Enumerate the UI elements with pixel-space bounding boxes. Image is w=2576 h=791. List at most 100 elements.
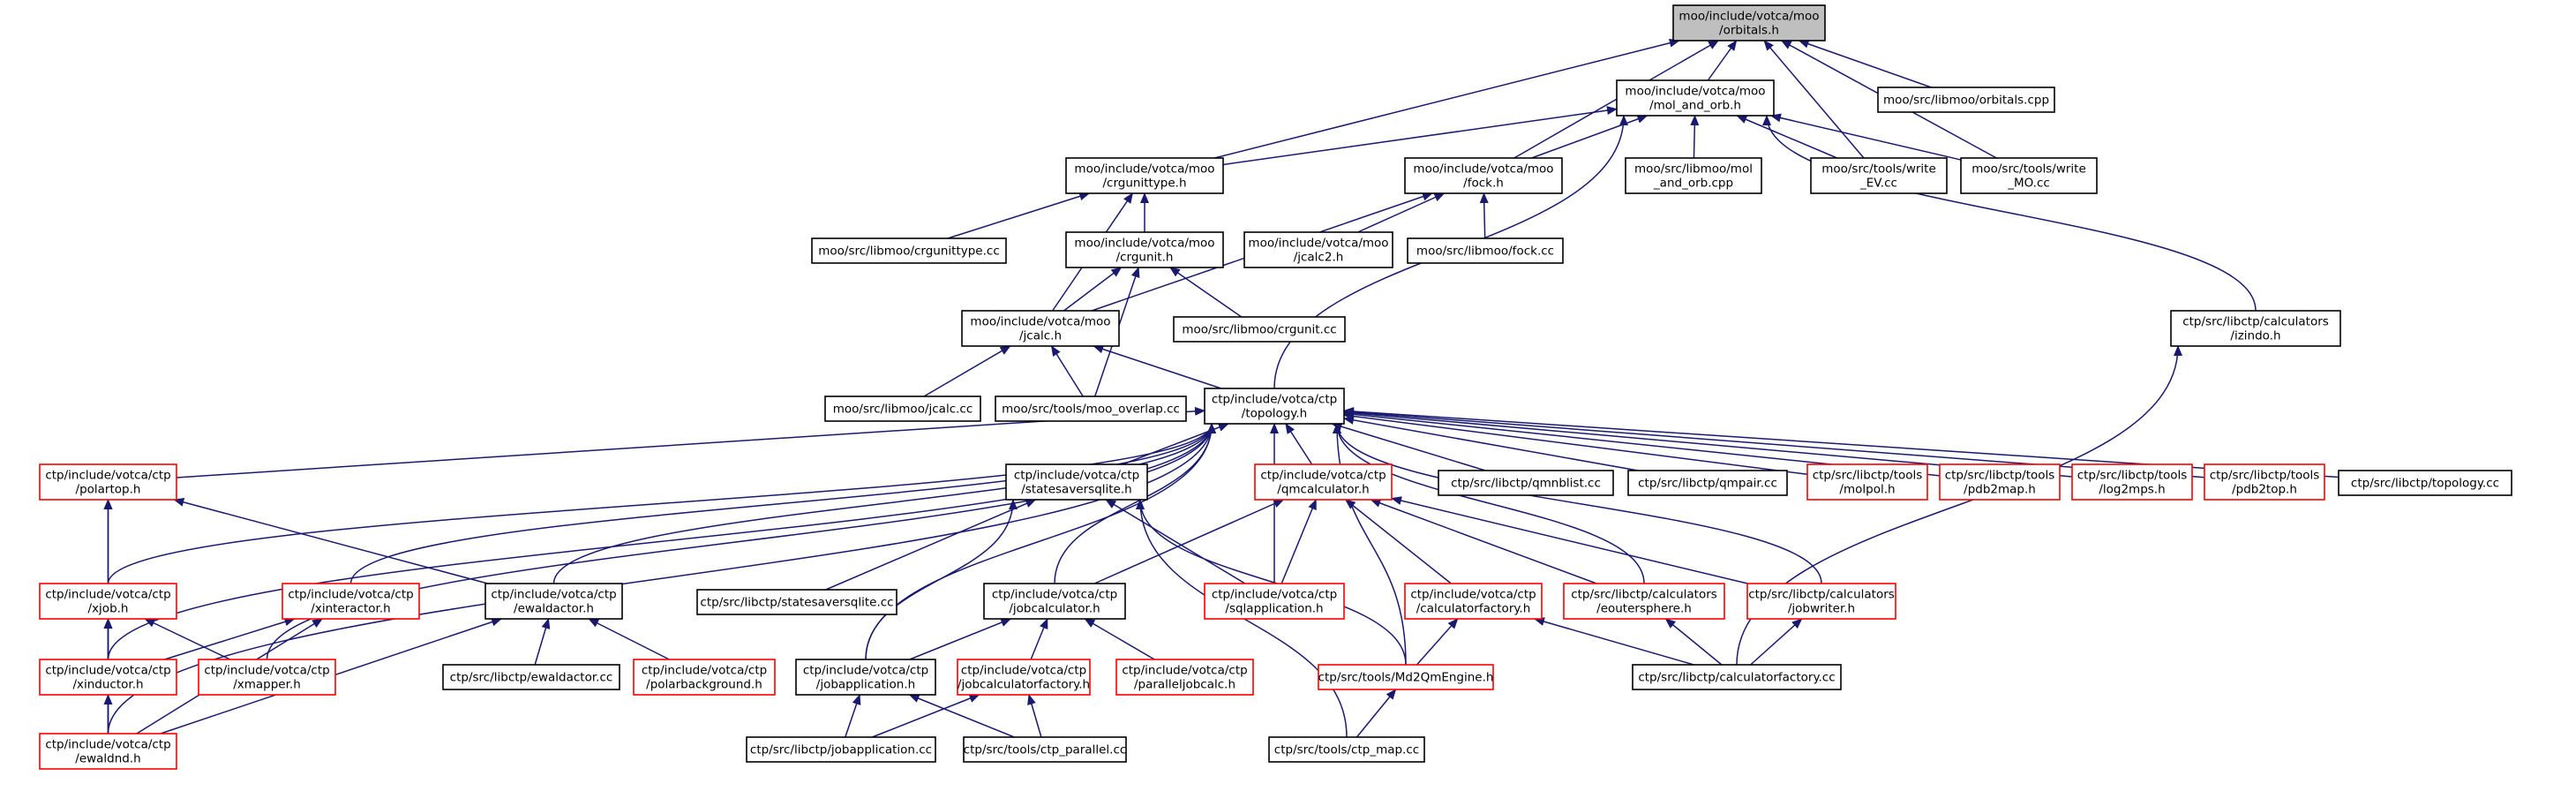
node-label: moo/src/libmoo/jcalc.cc <box>833 403 973 417</box>
node-ewaldnd-h[interactable]: ctp/include/votca/ctp/ewaldnd.h <box>39 733 177 770</box>
node-eoutersphere-h[interactable]: ctp/src/libctp/calculators/eoutersphere.… <box>1563 583 1725 620</box>
node-log2mps[interactable]: ctp/src/libctp/tools/log2mps.h <box>2071 463 2193 501</box>
node-label: /jcalc.h <box>1019 329 1062 343</box>
edge-eoutersphere-h-to-qmcalculator-h <box>1370 499 1597 584</box>
node-fock-cc[interactable]: moo/src/libmoo/fock.cc <box>1407 237 1564 264</box>
node-jobwriter-h[interactable]: ctp/src/libctp/calculators/jobwriter.h <box>1746 583 1896 620</box>
node-md2qmengine-h[interactable]: ctp/src/tools/Md2QmEngine.h <box>1318 664 1494 690</box>
edge-mol-and-orb-h-to-orbitals-h <box>1707 40 1738 81</box>
node-label: ctp/src/tools/ctp_parallel.cc <box>964 743 1127 757</box>
node-crgunittype-h[interactable]: moo/include/votca/moo/crgunittype.h <box>1065 157 1224 194</box>
edge <box>1769 113 1962 161</box>
edge <box>107 423 1216 660</box>
edge <box>1344 499 1452 584</box>
node-xinductor-h[interactable]: ctp/include/votca/ctp/xinductor.h <box>39 659 177 696</box>
node-izindo-h[interactable]: ctp/src/libctp/calculators/izindo.h <box>2170 310 2341 347</box>
node-label: ctp/include/votca/ctp <box>1260 469 1386 483</box>
edge <box>947 192 1091 239</box>
node-label: ctp/src/libctp/tools <box>1813 469 1923 483</box>
node-mol-and-orb-cpp[interactable]: moo/src/libmoo/mol_and_orb.cpp <box>1625 157 1762 194</box>
node-box <box>633 659 776 696</box>
node-crgunit-h[interactable]: moo/include/votca/moo/crgunit.h <box>1065 231 1224 268</box>
node-box <box>442 664 620 690</box>
node-jcalc-h[interactable]: moo/include/votca/moo/jcalc.h <box>961 310 1120 347</box>
node-orbitals-cpp[interactable]: moo/src/libmoo/orbitals.cpp <box>1877 87 2055 113</box>
edge-crgunit-cc-to-crgunit-h <box>1169 267 1243 318</box>
node-ctp-parallel[interactable]: ctp/src/tools/ctp_parallel.cc <box>963 736 1127 763</box>
node-label: /xinductor.h <box>72 678 143 692</box>
edge-md2qmengine-h-to-topology-h <box>1333 423 1407 666</box>
node-qmcalculator-h[interactable]: ctp/include/votca/ctp/qmcalculator.h <box>1254 463 1393 501</box>
node-jcalc-cc[interactable]: moo/src/libmoo/jcalc.cc <box>824 396 981 422</box>
node-pdb2map[interactable]: ctp/src/libctp/tools/pdb2map.h <box>1939 463 2061 501</box>
node-qmpair-cc[interactable]: ctp/src/libctp/qmpair.cc <box>1627 470 1788 496</box>
node-ewaldactor-cc[interactable]: ctp/src/libctp/ewaldactor.cc <box>442 664 620 690</box>
edge <box>1798 39 1932 88</box>
edge-qmpair-cc-to-topology-h <box>1343 415 1639 471</box>
node-calculatorfactory-h[interactable]: ctp/include/votca/ctp/calculatorfactory.… <box>1404 583 1543 620</box>
node-box <box>1318 664 1494 690</box>
node-xmapper-h[interactable]: ctp/include/votca/ctp/xmapper.h <box>198 659 336 696</box>
node-ctp-map[interactable]: ctp/src/tools/ctp_map.cc <box>1268 736 1425 763</box>
node-calculatorfactory-cc[interactable]: ctp/src/libctp/calculatorfactory.cc <box>1632 664 1842 690</box>
node-box <box>1404 583 1543 620</box>
node-label: /qmcalculator.h <box>1277 483 1369 497</box>
node-statesaversqlite-h[interactable]: ctp/include/votca/ctp/statesaversqlite.h <box>1005 463 1148 501</box>
node-xjob-h[interactable]: ctp/include/votca/ctp/xjob.h <box>39 583 177 620</box>
node-jobapplication-h[interactable]: ctp/include/votca/ctp/jobapplication.h <box>795 659 936 696</box>
edge-pdb2top-to-topology-h <box>1343 407 2205 478</box>
node-label: _EV.cc <box>1859 177 1897 191</box>
node-box <box>1939 463 2061 501</box>
edge-jobapplication-cc-to-jobcalculatorfactory-h <box>872 694 980 738</box>
node-xinteractor-h[interactable]: ctp/include/votca/ctp/xinteractor.h <box>282 583 420 620</box>
node-label: /xjob.h <box>88 602 129 616</box>
node-topology-h[interactable]: ctp/include/votca/ctp/topology.h <box>1204 388 1345 425</box>
node-label: _MO.cc <box>2007 177 2050 191</box>
node-label: ctp/src/libctp/ewaldactor.cc <box>450 671 613 685</box>
node-fock-h[interactable]: moo/include/votca/moo/fock.h <box>1404 157 1563 194</box>
node-jobcalculatorfactory-h[interactable]: ctp/include/votca/ctp/jobcalculatorfacto… <box>957 659 1091 696</box>
edge <box>1533 617 1694 666</box>
node-topology-cc[interactable]: ctp/src/libctp/topology.cc <box>2338 470 2512 496</box>
node-qmnblist-cc[interactable]: ctp/src/libctp/qmnblist.cc <box>1438 470 1614 496</box>
node-crgunittype-cc[interactable]: moo/src/libmoo/crgunittype.cc <box>811 237 1007 264</box>
node-jobapplication-cc[interactable]: ctp/src/libctp/jobapplication.cc <box>746 736 936 763</box>
node-mol-and-orb-h[interactable]: moo/include/votca/moo/mol_and_orb.h <box>1616 79 1775 117</box>
node-sqlapplication-h[interactable]: ctp/include/votca/ctp/sqlapplication.h <box>1204 583 1345 620</box>
node-label: ctp/src/libctp/calculators <box>1571 588 1717 602</box>
edge-ewaldactor-h-to-topology-h <box>552 423 1216 584</box>
node-ewaldactor-h[interactable]: ctp/include/votca/ctp/ewaldactor.h <box>484 583 623 620</box>
edge-molpol-to-topology-h <box>1343 411 1808 476</box>
edge <box>1343 411 1808 476</box>
edge-calculatorfactory-h-to-qmcalculator-h <box>1344 499 1452 584</box>
node-moo-overlap[interactable]: moo/src/tools/moo_overlap.cc <box>995 396 1187 422</box>
node-box <box>1204 583 1345 620</box>
node-layer: moo/include/votca/moo/orbitals.hmoo/incl… <box>39 4 2512 770</box>
node-write-MO[interactable]: moo/src/tools/write_MO.cc <box>1960 157 2098 194</box>
node-statesaversqlite-cc[interactable]: ctp/src/libctp/statesaversqlite.cc <box>696 589 897 615</box>
edge <box>1331 422 1486 471</box>
edge <box>1093 499 1285 584</box>
edge <box>825 499 1037 591</box>
node-molpol[interactable]: ctp/src/libctp/tools/molpol.h <box>1806 463 1928 501</box>
edge-orbitals-cpp-to-orbitals-h <box>1798 39 1932 88</box>
node-jcalc2-h[interactable]: moo/include/votca/moo/jcalc2.h <box>1243 231 1393 268</box>
edge-md2qmengine-h-to-calculatorfactory-h <box>1416 618 1459 666</box>
node-label: ctp/include/votca/ctp <box>1014 469 1139 483</box>
node-write-EV[interactable]: moo/src/tools/write_EV.cc <box>1810 157 1948 194</box>
node-box <box>1625 157 1762 194</box>
node-label: ctp/src/libctp/calculatorfactory.cc <box>1638 671 1835 685</box>
node-label: /fock.h <box>1463 177 1504 191</box>
node-crgunit-cc[interactable]: moo/src/libmoo/crgunit.cc <box>1173 316 1346 343</box>
node-label: moo/include/votca/moo <box>1074 237 1214 251</box>
edge-xinductor-h-to-xinteractor-h <box>164 617 296 660</box>
node-label: ctp/include/votca/ctp <box>204 664 329 678</box>
node-paralleljobcalc-h[interactable]: ctp/include/votca/ctp/paralleljobcalc.h <box>1115 659 1254 696</box>
node-polartop-h[interactable]: ctp/include/votca/ctp/polartop.h <box>39 463 177 501</box>
edge-ewaldactor-h-to-polartop-h <box>173 498 488 584</box>
node-pdb2top[interactable]: ctp/src/libctp/tools/pdb2top.h <box>2204 463 2325 501</box>
node-polarbackground-h[interactable]: ctp/include/votca/ctp/polarbackground.h <box>633 659 776 696</box>
node-jobcalculator-h[interactable]: ctp/include/votca/ctp/jobcalculator.h <box>983 583 1126 620</box>
edge <box>1416 618 1459 666</box>
node-label: moo/src/libmoo/orbitals.cpp <box>1883 94 2049 108</box>
